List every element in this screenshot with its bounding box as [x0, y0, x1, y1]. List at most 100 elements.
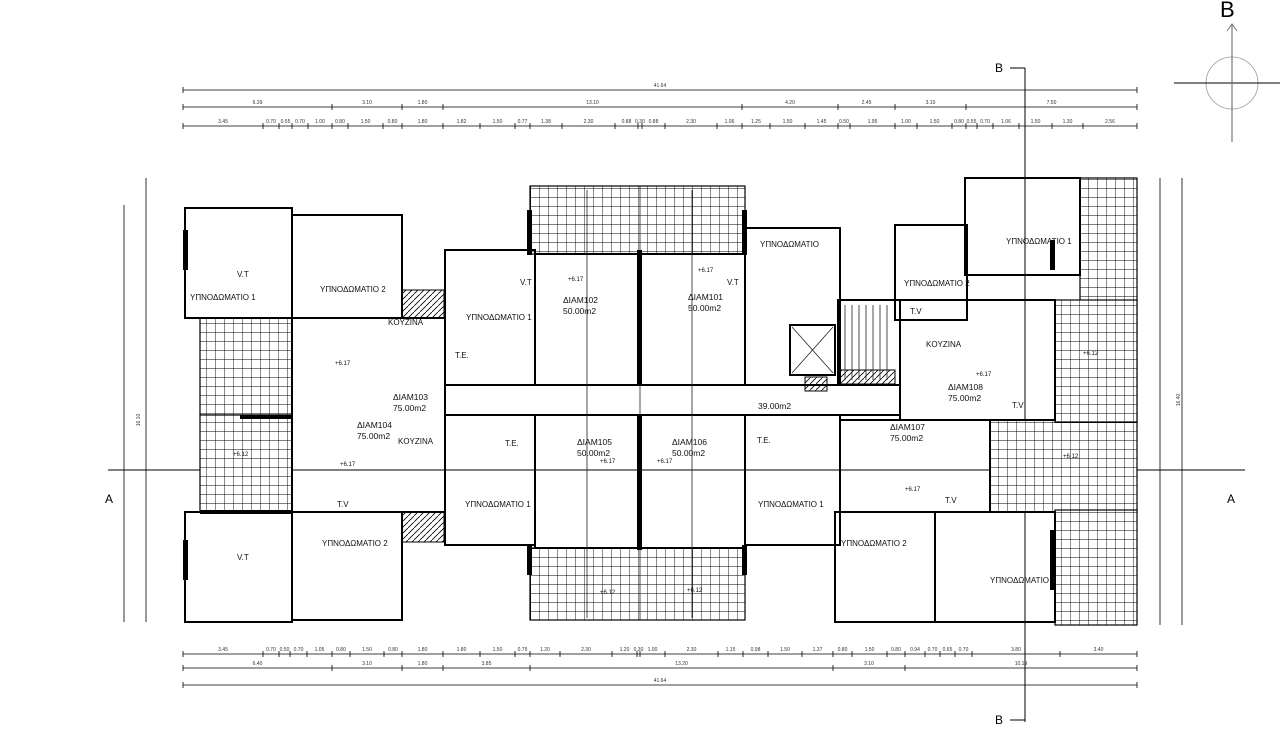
dimension-label: 2.45 — [862, 100, 872, 106]
dimension-label: 3.40 — [1094, 647, 1104, 653]
dimension-label: 1.80 — [457, 647, 467, 653]
level-mark: +6.12 — [600, 590, 616, 596]
dimension-label: 1.50 — [783, 119, 793, 125]
dimension-label: 0.88 — [649, 119, 659, 125]
dimension-label: 3.10 — [362, 661, 372, 667]
dimension-label: 0.65 — [943, 647, 953, 653]
dimension-label: 13.20 — [675, 661, 688, 667]
dimension-label: 1.50 — [780, 647, 790, 653]
section-b-label-top: B — [995, 61, 1003, 75]
dimension-right-overall: 16.40 — [1176, 394, 1182, 407]
dimension-label: 1.00 — [648, 647, 658, 653]
dimension-label: 1.00 — [901, 119, 911, 125]
dimension-label: 0.30 — [634, 647, 644, 653]
dimension-label: 1.50 — [1031, 119, 1041, 125]
level-mark: +6.17 — [698, 268, 714, 274]
balcony — [529, 547, 746, 621]
dimension-label: 13.10 — [586, 100, 599, 106]
shaft — [401, 511, 445, 543]
section-a-label-left: A — [105, 492, 113, 506]
columns — [183, 210, 1055, 590]
dimension-label: 0.98 — [751, 647, 761, 653]
level-mark: +6.17 — [657, 459, 673, 465]
dimension-label: 0.80 — [954, 119, 964, 125]
dimension-label: 6.39 — [253, 100, 263, 106]
room-label: ΥΠΝΟΔΩΜΑΤΙΟ 1 — [465, 500, 531, 509]
dimension-label: 6.40 — [253, 661, 263, 667]
section-b-marker-label: B — [1220, 0, 1235, 22]
balcony — [529, 185, 746, 255]
room-label: ΥΠΝΟΔΩΜΑΤΙΟ 1 — [990, 576, 1056, 585]
section-b-label-bottom: B — [995, 713, 1003, 727]
apartment-name: ΔΙΑΜ102 — [563, 295, 598, 305]
dimension-label: 1.82 — [457, 119, 467, 125]
dimension-label: 2.30 — [581, 647, 591, 653]
dimension-left-overall: 16.10 — [136, 414, 142, 427]
apartment-area: 75.00m2 — [948, 393, 981, 403]
dimension-label: 1.38 — [541, 119, 551, 125]
dimension-label: 1.45 — [817, 119, 827, 125]
dimension-label: 1.80 — [418, 119, 428, 125]
dimension-label: 1.50 — [865, 647, 875, 653]
apartment-name: ΔΙΑΜ108 — [948, 382, 983, 392]
dimension-label: 10.19 — [1015, 661, 1028, 667]
dimension-label: 0.94 — [910, 647, 920, 653]
dimension-label: 0.70 — [266, 647, 276, 653]
dimension-label: 0.77 — [518, 119, 528, 125]
dimension-label: 1.37 — [813, 647, 823, 653]
dimension-label: 1.15 — [726, 647, 736, 653]
dimension-label: 0.50 — [280, 647, 290, 653]
level-mark: +6.17 — [600, 459, 616, 465]
level-mark: +6.12 — [233, 452, 249, 458]
dimension-label: 4.20 — [785, 100, 795, 106]
room-label: T.V — [910, 307, 922, 316]
dimension-label: 1.50 — [493, 647, 503, 653]
room-label: T.E. — [757, 436, 771, 445]
level-mark: +6.17 — [976, 372, 992, 378]
room-label: KOYZINA — [926, 340, 962, 349]
dimension-label: 1.20 — [620, 647, 630, 653]
room-label: KOYZINA — [388, 318, 424, 327]
dimension-label: 2.30 — [584, 119, 594, 125]
dimension-label: 0.80 — [388, 119, 398, 125]
dimension-label: 3.85 — [482, 661, 492, 667]
dimension-label: 1.05 — [315, 647, 325, 653]
corridor-area: 39.00m2 — [758, 401, 791, 411]
room-label: ΥΠΝΟΔΩΜΑΤΙΟ 2 — [904, 279, 970, 288]
dimension-label: 41.64 — [654, 83, 667, 89]
dimension-label: 41.64 — [654, 678, 667, 684]
dimension-label: 3.45 — [218, 119, 228, 125]
room-label: V.T — [237, 553, 249, 562]
level-mark: +6.17 — [340, 462, 356, 468]
apartment-name: ΔΙΑΜ105 — [577, 437, 612, 447]
dimension-label: 0.50 — [839, 119, 849, 125]
dimension-label: 1.06 — [1001, 119, 1011, 125]
balcony — [989, 419, 1138, 513]
apartment-area: 50.00m2 — [577, 448, 610, 458]
dimension-label: 2.30 — [687, 647, 697, 653]
balcony — [1054, 509, 1138, 626]
dimension-label: 1.80 — [418, 100, 428, 106]
balcony — [199, 317, 293, 416]
level-marks: +6.17 +6.17 +6.17 +6.17 +6.17 +6.17 +6.1… — [233, 268, 1099, 596]
dimension-label: 0.80 — [838, 647, 848, 653]
apartment-area: 50.00m2 — [563, 306, 596, 316]
dimension-label: 1.30 — [1063, 119, 1073, 125]
dimension-label: 7.50 — [1047, 100, 1057, 106]
apartment-name: ΔΙΑΜ103 — [393, 392, 428, 402]
room-label: T.E. — [505, 439, 519, 448]
room-label: T.V — [1012, 401, 1024, 410]
dimension-label: 1.50 — [361, 119, 371, 125]
dimension-label: 0.70 — [294, 647, 304, 653]
dimension-label: 1.25 — [751, 119, 761, 125]
room-label: ΥΠΝΟΔΩΜΑΤΙΟ 1 — [1006, 237, 1072, 246]
apartment-name: ΔΙΑΜ106 — [672, 437, 707, 447]
balcony — [199, 414, 293, 513]
dimension-label: 0.80 — [388, 647, 398, 653]
shaft — [401, 289, 445, 319]
dimension-label: 0.70 — [266, 119, 276, 125]
room-label: T.V — [945, 496, 957, 505]
dimension-label: 0.70 — [959, 647, 969, 653]
level-mark: +6.12 — [687, 588, 703, 594]
